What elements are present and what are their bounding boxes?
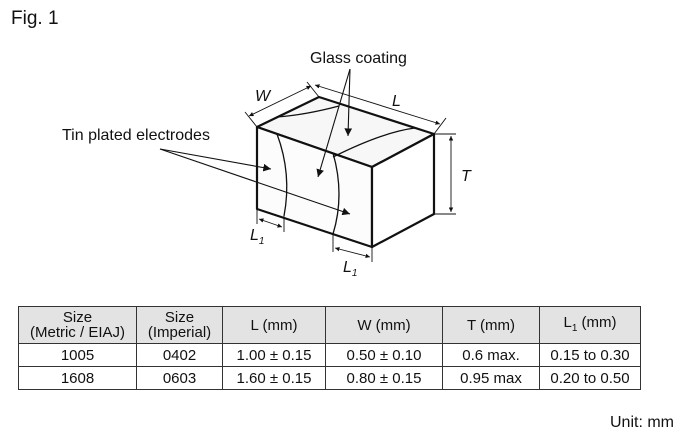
electrode-boundary-front-left	[276, 133, 288, 217]
header-t: T (mm)	[442, 306, 540, 344]
table-cell: 0603	[136, 366, 223, 390]
l-dimension-line	[314, 84, 441, 125]
table-cell: 0.95 max	[442, 366, 540, 390]
table-cell: 1608	[18, 366, 137, 390]
w-extension-right	[306, 81, 320, 98]
header-size-metric: Size (Metric / EIAJ)	[18, 306, 137, 344]
l1-right-label: L1	[343, 259, 357, 279]
l1-right-dimension-line	[334, 246, 371, 259]
w-extension-left	[244, 111, 258, 128]
w-dimension-label: W	[255, 88, 272, 105]
table-cell: 0.15 to 0.30	[539, 343, 641, 367]
header-w: W (mm)	[325, 306, 443, 344]
tin-plated-electrodes-label: Tin plated electrodes	[62, 127, 210, 144]
table-cell: 0.80 ± 0.15	[325, 366, 443, 390]
table-cell: 1.60 ± 0.15	[222, 366, 326, 390]
header-l1: L1 (mm)	[539, 306, 641, 344]
unit-note: Unit: mm	[610, 414, 674, 431]
header-l: L (mm)	[222, 306, 326, 344]
glass-coating-label: Glass coating	[310, 50, 407, 67]
table-cell: 0.50 ± 0.10	[325, 343, 443, 367]
electrode-boundary-front-right	[332, 152, 340, 235]
l1-left-label: L1	[250, 227, 264, 247]
table-cell: 1005	[18, 343, 137, 367]
table-cell: 0.6 max.	[442, 343, 540, 367]
table-cell: 1.00 ± 0.15	[222, 343, 326, 367]
l-extension-right	[433, 117, 447, 135]
table-cell: 0402	[136, 343, 223, 367]
table-header-row: Size (Metric / EIAJ) Size (Imperial) L (…	[18, 306, 641, 344]
table-cell: 0.20 to 0.50	[539, 366, 641, 390]
w-dimension-line	[248, 85, 312, 117]
table-row: 1005 0402 1.00 ± 0.15 0.50 ± 0.10 0.6 ma…	[18, 343, 641, 367]
tin-plated-leader-1	[159, 148, 272, 172]
figure-label: Fig. 1	[11, 8, 59, 29]
header-size-imperial: Size (Imperial)	[136, 306, 223, 344]
electrode-boundary-top-right	[332, 127, 416, 158]
tin-plated-leader-2	[159, 148, 351, 216]
size-spec-table: Size (Metric / EIAJ) Size (Imperial) L (…	[18, 306, 641, 390]
l1-left-dimension-line	[258, 218, 283, 228]
table-row: 1608 0603 1.60 ± 0.15 0.80 ± 0.15 0.95 m…	[18, 366, 641, 390]
t-dimension-label: T	[461, 168, 472, 185]
l-dimension-label: L	[392, 93, 401, 110]
chip-component-diagram: Glass coating Tin plated electrodes W L …	[62, 50, 472, 279]
